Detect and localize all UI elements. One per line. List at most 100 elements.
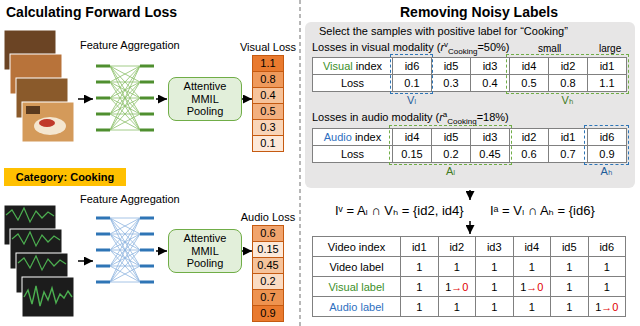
cell-text: 1 — [595, 301, 601, 313]
pooling-box: Attentive MMIL Pooling — [168, 77, 242, 121]
table-cell: id5 — [550, 236, 589, 257]
label-text: Losses in audio modality ( — [312, 111, 439, 123]
node-text: 0.45 — [257, 259, 278, 272]
table-cell: id3 — [470, 57, 510, 75]
table-cell: id5 — [431, 128, 471, 146]
table-cell: id2 — [438, 236, 477, 257]
cell-text: 1 — [416, 261, 422, 273]
text-run: 0.8 — [560, 77, 575, 89]
table-cell: 1 — [475, 276, 514, 297]
table-cell: id1 — [400, 236, 439, 257]
bracket-label: Vₕ — [562, 94, 574, 107]
table-cell: id1 — [548, 128, 588, 146]
flow-arrow — [469, 190, 471, 200]
cell-text: Video label — [329, 261, 383, 273]
table-cell: 0.1 — [392, 74, 432, 92]
text-run: id4 — [405, 131, 420, 143]
cell-text: →0 — [451, 281, 468, 293]
cell-text: Visual — [323, 60, 353, 72]
text-run: 1 — [416, 281, 422, 293]
cell-text: Loss — [341, 77, 364, 89]
text-run: Calculating Forward Loss — [6, 4, 177, 20]
table-cell: 1 — [400, 256, 439, 277]
text-run: id5 — [444, 60, 459, 72]
cell-text: id6 — [600, 131, 615, 143]
label-text: a — [443, 110, 447, 119]
connector-arrow — [242, 250, 252, 252]
table-cell: 1 — [588, 276, 627, 297]
cell-text: 1 — [416, 281, 422, 293]
cell-text: 1 — [520, 281, 526, 293]
text-run: id5 — [562, 241, 577, 253]
cell-text: Audio — [324, 131, 352, 143]
cell-text: 1 — [566, 261, 572, 273]
text-run: id4 — [524, 241, 539, 253]
table-cell: 0.5 — [509, 74, 549, 92]
node-text: 0.4 — [260, 89, 275, 102]
flow-arrow — [78, 98, 93, 100]
text-run: 1 — [491, 281, 497, 293]
table-cell: 0.2 — [431, 145, 471, 163]
cell-text: id1 — [561, 131, 576, 143]
waveform — [18, 256, 66, 270]
table-cell: 0.6 — [509, 145, 549, 163]
table-cell: 0.4 — [470, 74, 510, 92]
text-run: id3 — [483, 131, 498, 143]
table-cell: id6 — [588, 236, 627, 257]
text-run: 1 — [454, 261, 460, 273]
cell-text: 1 — [566, 301, 572, 313]
table-cell: id4 — [509, 57, 549, 75]
table-cell: 1 — [475, 256, 514, 277]
text-run: id2 — [449, 241, 464, 253]
loss-column: Audio Loss0.60.150.450.20.70.9 — [252, 225, 284, 322]
table-cell: 0.45 — [470, 145, 510, 163]
table-cell: 1 — [550, 276, 589, 297]
cell-text: →0 — [601, 301, 618, 313]
cell-text: 1 — [529, 301, 535, 313]
node-text: 1.1 — [260, 57, 275, 70]
table-cell: 0.9 — [587, 145, 627, 163]
label-text: =50%) — [477, 41, 509, 53]
cell-text: 1.1 — [599, 77, 614, 89]
label-text: =18%) — [477, 111, 509, 123]
waveform — [24, 286, 72, 306]
text-run: Video label — [329, 261, 383, 273]
cell-text: 1 — [604, 261, 610, 273]
text-run: id1 — [600, 60, 615, 72]
table-cell: 1 — [588, 256, 627, 277]
set-equation: Iᵃ = Vₗ ∩ Aₕ = {id6} — [490, 201, 630, 220]
loss-value-box: 0.5 — [252, 103, 284, 120]
text-run: Iᵃ = Vₗ ∩ Aₕ = {id6} — [490, 203, 595, 218]
text-run: id6 — [600, 131, 615, 143]
cell-text: 1 — [454, 261, 460, 273]
table-cell: Loss — [312, 74, 393, 92]
node-text: 0.8 — [260, 73, 275, 86]
table-cell: Audioindex — [312, 128, 393, 146]
text-run: Audio label — [329, 301, 383, 313]
label-text: v — [444, 40, 448, 49]
cell-text: index — [356, 60, 382, 72]
label-text: large — [599, 43, 621, 54]
label-text: Removing Noisy Labels — [400, 4, 558, 20]
cell-text: 0.4 — [482, 77, 497, 89]
loss-value-box: 1.1 — [252, 55, 284, 72]
low-loss-bracket: Vₗ — [390, 54, 433, 94]
text-run: 0.7 — [560, 148, 575, 160]
table-cell: id4 — [392, 128, 432, 146]
text-run: id3 — [483, 60, 498, 72]
table-cell: 1 — [400, 296, 439, 317]
pan — [26, 106, 40, 114]
table-cell: 1 — [438, 256, 477, 277]
low-loss-bracket: Aₗ — [389, 125, 512, 165]
text-run: 1 — [566, 261, 572, 273]
text-run: 1→0 — [445, 281, 468, 293]
table-cell: 0.15 — [392, 145, 432, 163]
text-run: 1 — [566, 281, 572, 293]
text-run: 0.15 — [401, 148, 422, 160]
text-run: Video index — [328, 241, 385, 253]
loss-value-box: 0.6 — [252, 225, 284, 242]
table-cell: 1 — [513, 296, 552, 317]
cell-text: id5 — [562, 241, 577, 253]
text-run: 1 — [604, 261, 610, 273]
high-loss-bracket: Aₕ — [584, 125, 629, 165]
